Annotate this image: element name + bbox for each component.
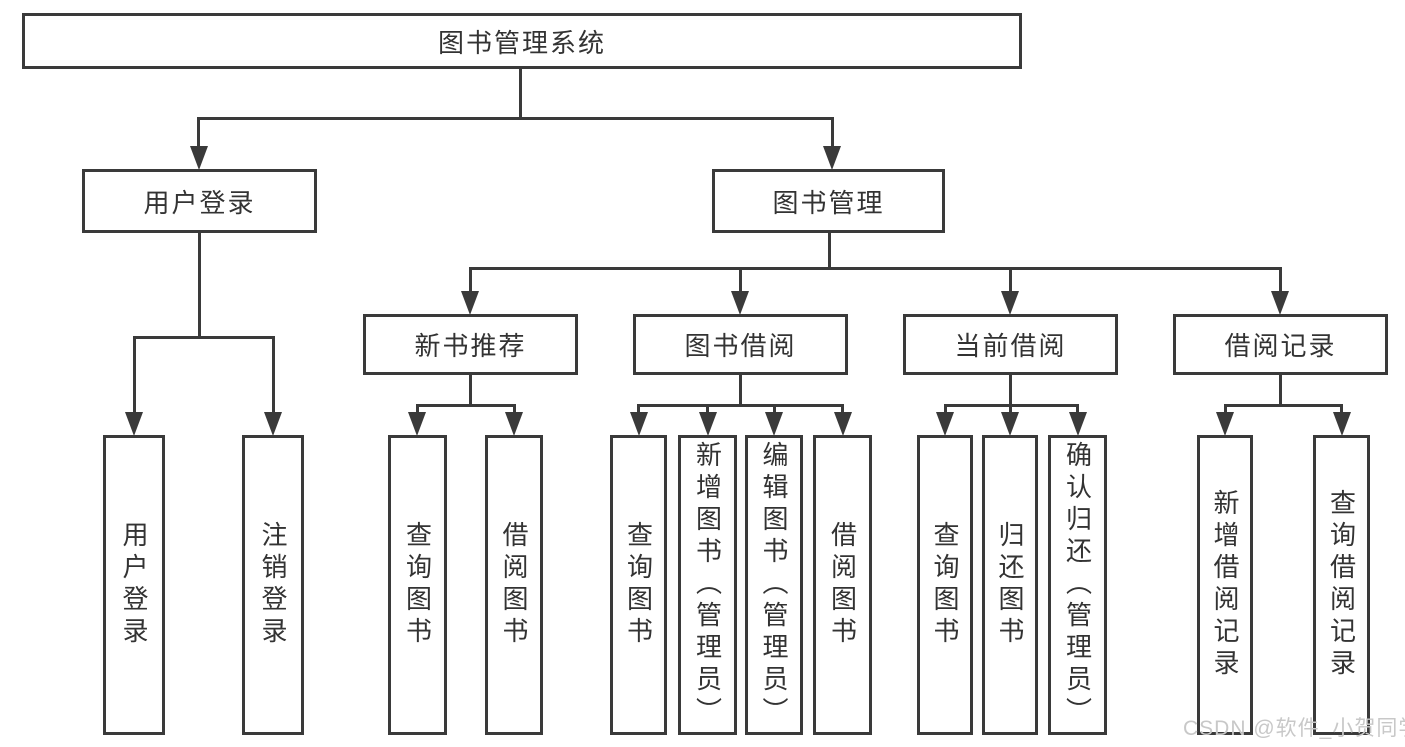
connector-current-borrow-stem: [1009, 375, 1012, 406]
connector-new-books-crossbar: [417, 404, 515, 407]
arrow-to-leaf: [1001, 412, 1019, 436]
arrow-to-leaf: [699, 412, 717, 436]
leaf-label: 借阅图书: [827, 521, 858, 649]
leaf-confirm-return-admin: 确认归还（管理员）: [1048, 435, 1107, 735]
leaf-add-books-admin: 新增图书（管理员）: [678, 435, 737, 735]
arrow-to-leaf: [1069, 412, 1087, 436]
arrow-to-login-leaf: [125, 412, 143, 436]
csdn-watermark: CSDN @软件_小贺同学: [1183, 717, 1405, 740]
arrow-to-user-login: [190, 146, 208, 170]
connector-root-stem: [519, 69, 522, 119]
connector-drop: [1076, 404, 1079, 416]
leaf-add-borrow-record: 新增借阅记录: [1197, 435, 1253, 735]
connector-borrow-records-crossbar: [1225, 404, 1342, 407]
connector-borrow-records-stem: [1279, 375, 1282, 406]
leaf-label: 借阅图书: [499, 521, 529, 649]
arrow-to-book-borrow: [731, 291, 749, 315]
node-label: 用户登录: [143, 187, 256, 218]
leaf-query-books-current: 查询图书: [917, 435, 973, 735]
arrow-to-logout-leaf: [264, 412, 282, 436]
connector-user-login-left-drop: [133, 336, 136, 414]
node-new-book-recommend: 新书推荐: [363, 314, 578, 375]
node-label: 新书推荐: [414, 331, 527, 361]
arrow-to-new-books: [461, 291, 479, 315]
connector-drop: [841, 404, 844, 416]
arrow-to-leaf: [765, 412, 783, 436]
connector-drop: [513, 404, 516, 416]
leaf-label: 注销登录: [258, 521, 288, 649]
node-current-borrowing: 当前借阅: [903, 314, 1118, 375]
leaf-edit-books-admin: 编辑图书（管理员）: [745, 435, 803, 735]
leaf-label: 新增图书（管理员）: [692, 441, 723, 729]
connector-drop: [1224, 404, 1227, 416]
arrow-to-leaf: [834, 412, 852, 436]
leaf-label: 查询借阅记录: [1326, 489, 1357, 681]
leaf-user-login: 用户登录: [103, 435, 165, 735]
connector-drop-borrow-records: [1279, 267, 1282, 293]
connector-drop: [944, 404, 947, 416]
leaf-return-books: 归还图书: [982, 435, 1038, 735]
arrow-to-current-borrow: [1001, 291, 1019, 315]
leaf-label: 查询图书: [623, 521, 654, 649]
connector-drop: [416, 404, 419, 416]
connector-root-crossbar: [197, 117, 833, 120]
connector-user-login-stem: [198, 233, 201, 339]
node-book-management: 图书管理: [712, 169, 945, 233]
node-label: 借阅记录: [1224, 331, 1337, 361]
connector-drop: [706, 404, 709, 416]
leaf-label: 查询图书: [402, 521, 433, 649]
arrow-to-book-management: [823, 146, 841, 170]
node-label: 图书借阅: [684, 331, 797, 361]
connector-user-login-right-drop: [272, 336, 275, 414]
connector-new-books-stem: [469, 375, 472, 406]
connector-drop-current-borrow: [1009, 267, 1012, 293]
connector-drop: [1009, 404, 1012, 416]
connector-book-borrow-crossbar: [638, 404, 843, 407]
arrow-to-borrow-records: [1271, 291, 1289, 315]
connector-drop: [773, 404, 776, 416]
node-book-borrowing: 图书借阅: [633, 314, 848, 375]
connector-drop-new-books: [469, 267, 472, 293]
arrow-to-leaf: [630, 412, 648, 436]
node-library-management-system: 图书管理系统: [22, 13, 1022, 69]
node-label: 图书管理: [772, 187, 885, 218]
leaf-label: 确认归还（管理员）: [1062, 441, 1093, 729]
leaf-label: 查询图书: [930, 521, 960, 649]
connector-drop: [637, 404, 640, 416]
leaf-borrow-books-recommend: 借阅图书: [485, 435, 543, 735]
arrow-to-leaf: [505, 412, 523, 436]
connector-root-left-drop: [197, 117, 200, 148]
connector-book-mgmt-crossbar: [470, 267, 1282, 270]
arrow-to-leaf: [1333, 412, 1351, 436]
arrow-to-leaf: [936, 412, 954, 436]
connector-book-borrow-stem: [739, 375, 742, 406]
connector-drop: [1340, 404, 1343, 416]
connector-root-right-drop: [831, 117, 834, 148]
node-user-login: 用户登录: [82, 169, 317, 233]
arrow-to-leaf: [408, 412, 426, 436]
connector-book-mgmt-stem: [828, 233, 831, 270]
leaf-logout: 注销登录: [242, 435, 304, 735]
leaf-query-borrow-record: 查询借阅记录: [1313, 435, 1370, 735]
node-label: 图书管理系统: [437, 27, 606, 58]
leaf-label: 编辑图书（管理员）: [759, 441, 789, 729]
leaf-label: 用户登录: [119, 521, 149, 649]
leaf-borrow-books: 借阅图书: [813, 435, 872, 735]
connector-user-login-crossbar: [134, 336, 275, 339]
leaf-query-books-borrow: 查询图书: [610, 435, 667, 735]
leaf-label: 新增借阅记录: [1210, 489, 1240, 681]
node-label: 当前借阅: [954, 331, 1067, 361]
node-borrow-records: 借阅记录: [1173, 314, 1388, 375]
arrow-to-leaf: [1216, 412, 1234, 436]
connector-drop-book-borrow: [739, 267, 742, 293]
leaf-query-books-recommend: 查询图书: [388, 435, 447, 735]
leaf-label: 归还图书: [995, 521, 1025, 649]
